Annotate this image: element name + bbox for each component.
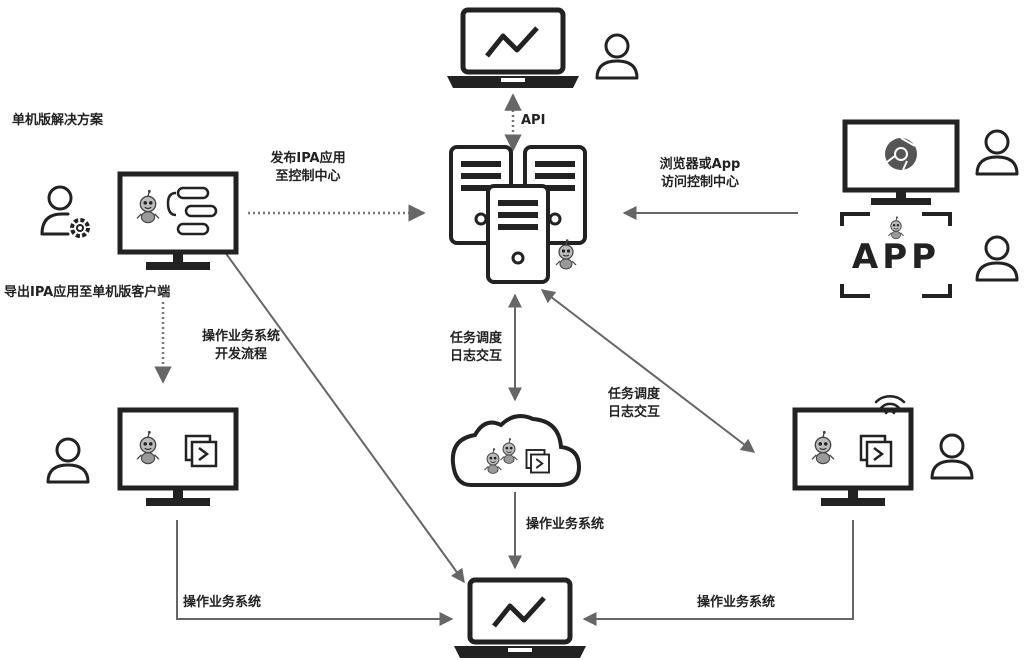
operate-bottom-left-label: 操作业务系统 bbox=[183, 595, 262, 610]
cloud-icon bbox=[450, 414, 582, 487]
user-icon bbox=[46, 437, 90, 484]
left-laptop-connector bbox=[176, 520, 454, 626]
browser-label-line2: 访问控制中心 bbox=[660, 175, 739, 190]
task-log-left-label: 任务调度 日志交互 bbox=[444, 330, 508, 366]
publish-label-line1: 发布IPA应用 bbox=[270, 151, 346, 166]
operate-dev-label-line1: 操作业务系统 bbox=[201, 329, 280, 344]
user-icon bbox=[975, 235, 1019, 282]
task-log-right-label: 任务调度 日志交互 bbox=[602, 386, 666, 422]
task-log-left-line2: 日志交互 bbox=[449, 349, 502, 364]
app-badge-label: APP bbox=[852, 237, 940, 277]
standalone-solution-title: 单机版解决方案 bbox=[12, 113, 104, 128]
publish-label: 发布IPA应用 至控制中心 bbox=[262, 150, 354, 186]
user-gear-icon bbox=[40, 185, 90, 238]
publish-label-line2: 至控制中心 bbox=[275, 169, 341, 184]
laptop-chart-icon bbox=[454, 580, 586, 658]
browser-label-line1: 浏览器或App bbox=[659, 157, 741, 172]
dev-laptop-connector bbox=[221, 247, 465, 584]
api-label: API bbox=[521, 113, 546, 128]
app-frame-icon bbox=[840, 212, 952, 298]
user-icon bbox=[595, 33, 639, 80]
task-log-right-line1: 任务调度 bbox=[607, 387, 660, 402]
connectors bbox=[154, 93, 854, 626]
browser-monitor-icon bbox=[842, 119, 960, 205]
task-log-right-line2: 日志交互 bbox=[607, 405, 660, 420]
user-icon bbox=[930, 433, 974, 480]
user-icon bbox=[975, 129, 1019, 176]
server-right-connector bbox=[540, 289, 756, 453]
monitor-robot-icon bbox=[795, 410, 911, 506]
task-log-left-line1: 任务调度 bbox=[449, 331, 502, 346]
monitor-robot-icon bbox=[120, 410, 236, 506]
monitor-robot-icon bbox=[120, 174, 236, 270]
browser-label: 浏览器或App 访问控制中心 bbox=[644, 156, 756, 192]
export-label: 导出IPA应用至单机版客户端 bbox=[4, 285, 171, 300]
operate-dev-label-line2: 开发流程 bbox=[214, 347, 267, 362]
right-laptop-connector bbox=[582, 520, 854, 626]
operate-cloud-label: 操作业务系统 bbox=[526, 517, 605, 532]
operate-dev-label: 操作业务系统 开发流程 bbox=[195, 328, 287, 364]
laptop-chart-icon bbox=[447, 10, 579, 88]
wifi-icon bbox=[874, 395, 906, 415]
operate-bottom-right-label: 操作业务系统 bbox=[697, 595, 776, 610]
